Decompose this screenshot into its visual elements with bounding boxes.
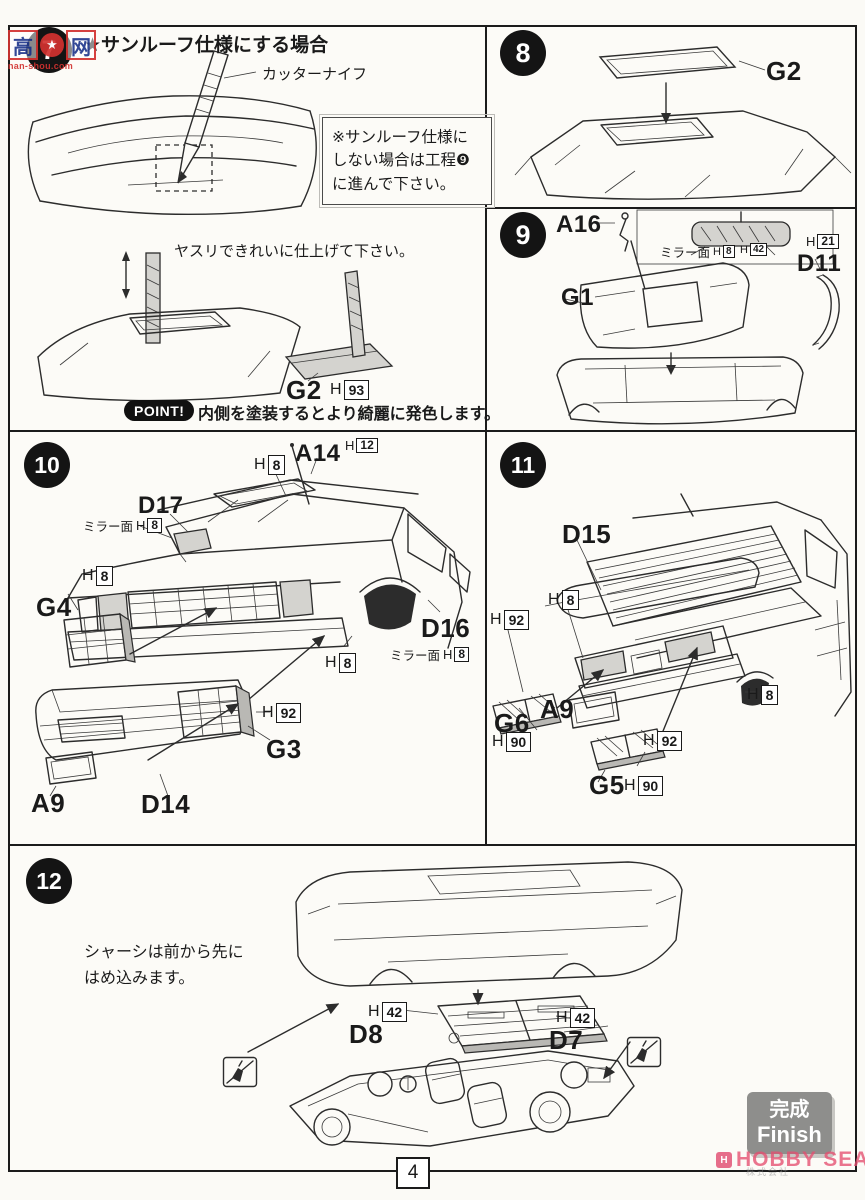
watermark-bottom-right: H HOBBY SEARCH 株式会社: [716, 1148, 865, 1177]
cutter-knife-label: カッターナイフ: [262, 66, 368, 83]
step7-illustration: [27, 50, 394, 402]
step11-illustration: [492, 493, 852, 783]
part-label-g1: G1: [561, 284, 595, 311]
finish-box: 完成 Finish: [747, 1092, 832, 1155]
step9-illustration: [556, 209, 840, 425]
watermark-logo-icon: ★: [40, 33, 64, 57]
part-label-d8: D8: [349, 1019, 384, 1049]
part-label-d17: D17: [138, 492, 184, 519]
panel-step12: [8, 844, 857, 1172]
part-label-a9: A9: [31, 788, 66, 818]
step12-illustration: [247, 861, 683, 1147]
part-label-d15: D15: [562, 519, 612, 549]
part-label-g4: G4: [36, 592, 72, 622]
cement-symbol-icon: [626, 1036, 662, 1068]
sunroof-note-box: ※サンルーフ仕様にしない場合は工程❾に進んで下さい。: [319, 114, 495, 208]
part-label-g2: G2: [286, 375, 322, 405]
hobbysearch-logo-icon: H: [716, 1152, 732, 1168]
hobbysearch-brand: HOBBY SEARCH: [736, 1148, 865, 1171]
watermark-char: 高: [8, 30, 38, 60]
part-label-d11: D11: [797, 250, 842, 277]
step-number-11: 11: [500, 442, 546, 488]
step-number-9: 9: [500, 212, 546, 258]
watermark-char: 网: [66, 30, 96, 60]
point-text: 内側を塗装するとより綺麗に発色します。: [198, 406, 501, 423]
panel-step10: [8, 430, 487, 846]
panel-step11: [485, 430, 857, 846]
part-label-d7: D7: [549, 1025, 584, 1055]
part-label-a9-step11: A9: [540, 694, 575, 724]
step10-illustration: [35, 443, 471, 797]
watermark-domain: nan-shou.com: [8, 61, 74, 71]
hobbysearch-subtext: 株式会社: [746, 1167, 791, 1177]
part-label-a16: A16: [556, 211, 602, 238]
step8-illustration: [514, 46, 852, 200]
step-number-12: 12: [26, 858, 72, 904]
chassis-note-line1: シャーシは前から先に: [84, 944, 244, 961]
part-label-a14: A14: [295, 440, 341, 467]
step-number-8: 8: [500, 30, 546, 76]
part-label-g5: G5: [589, 770, 625, 800]
page-number: 4: [396, 1157, 430, 1189]
step7-title: ★サンルーフ仕様にする場合: [84, 35, 329, 56]
part-label-d14: D14: [141, 789, 191, 819]
watermark-top-left: 高 ★ 网 nan-shou.com: [8, 30, 96, 71]
file-finish-note: ヤスリできれいに仕上げて下さい。: [174, 243, 415, 260]
part-label-g3: G3: [266, 734, 302, 764]
part-label-g2-step8: G2: [766, 56, 802, 86]
part-label-d16: D16: [421, 613, 471, 643]
step-number-10: 10: [24, 442, 70, 488]
panel-step7: [8, 25, 487, 432]
cement-symbol-icon: [222, 1056, 258, 1088]
point-badge: POINT!: [124, 400, 195, 421]
chassis-note-line2: はめ込みます。: [84, 970, 195, 987]
